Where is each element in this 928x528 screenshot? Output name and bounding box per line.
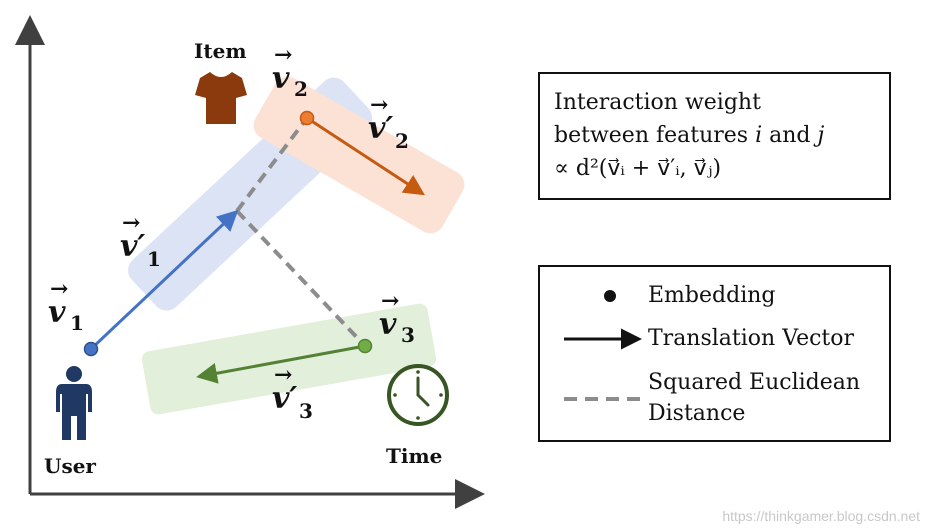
legend-distance-line-1: Squared Euclidean: [648, 370, 861, 395]
vector-label-v2: v 2 →: [272, 42, 308, 101]
legend-translation-label: Translation Vector: [648, 326, 855, 351]
user-label: User: [44, 454, 96, 478]
svg-text:v: v: [272, 61, 290, 96]
clock-icon: [387, 364, 449, 426]
distance-line-v1-v2: [235, 116, 309, 213]
formula-box: Interaction weight between features i an…: [538, 72, 891, 200]
formula-var-j: j: [817, 123, 825, 148]
embedding-dot-v2: [299, 110, 315, 126]
vector-arrow-glyph: →: [122, 210, 140, 236]
svg-text:1: 1: [147, 247, 161, 271]
formula-line-3: ∝ d²(v⃗ᵢ + v⃗′ᵢ, v⃗ⱼ): [554, 156, 722, 181]
svg-text:v′: v′: [120, 229, 145, 264]
translation-arrow-v3: [196, 344, 366, 384]
translation-arrow-v2: [306, 116, 426, 196]
vector-arrow-glyph: →: [274, 42, 292, 68]
time-label: Time: [386, 444, 442, 468]
vector-label-v1: v 1 →: [48, 276, 84, 335]
svg-text:2: 2: [294, 77, 308, 101]
svg-text:2: 2: [395, 129, 409, 153]
vector-label-v3-prime: v′ 3 →: [272, 362, 313, 423]
embedding-dot-icon: [604, 290, 616, 302]
vector-label-v2-prime: v′ 2 →: [368, 92, 409, 153]
formula-line-2-and: and: [762, 123, 818, 148]
legend-box: Embedding Translation Vector Squared Euc…: [538, 265, 891, 442]
svg-text:3: 3: [401, 323, 415, 347]
watermark: https://thinkgamer.blog.csdn.net: [722, 508, 920, 524]
formula-var-i: i: [755, 123, 763, 148]
user-icon: [56, 366, 92, 440]
svg-text:v: v: [48, 295, 66, 330]
vector-label-v1-prime: v′ 1 →: [120, 210, 161, 271]
embedding-dot-v1: [83, 341, 99, 357]
svg-text:v′: v′: [368, 111, 393, 146]
vector-arrow-glyph: →: [50, 276, 68, 302]
vector-arrow-glyph: →: [381, 288, 399, 314]
formula-line-2: between features i and j: [554, 119, 875, 152]
svg-text:v′: v′: [272, 381, 297, 416]
dashed-line-icon: [564, 397, 642, 401]
legend-embedding-label: Embedding: [648, 283, 776, 308]
legend-distance-line-2: Distance: [648, 401, 746, 426]
item-label: Item: [194, 39, 246, 63]
formula-line-2-prefix: between features: [554, 123, 756, 148]
vector-label-v3: v 3 →: [379, 288, 415, 347]
distance-line-v1-v3: [235, 209, 367, 348]
vector-arrow-glyph: →: [370, 92, 388, 118]
legend-distance-label: Squared Euclidean Distance: [648, 367, 860, 429]
arrow-icon: [564, 328, 642, 350]
svg-text:1: 1: [70, 311, 84, 335]
formula-line-1: Interaction weight: [554, 90, 761, 115]
svg-text:3: 3: [299, 399, 313, 423]
embedding-dot-v3: [357, 338, 373, 354]
translation-arrow-v1: [89, 209, 239, 351]
svg-text:v: v: [379, 307, 397, 342]
vector-arrow-glyph: →: [274, 362, 292, 388]
shirt-icon: [195, 72, 247, 124]
